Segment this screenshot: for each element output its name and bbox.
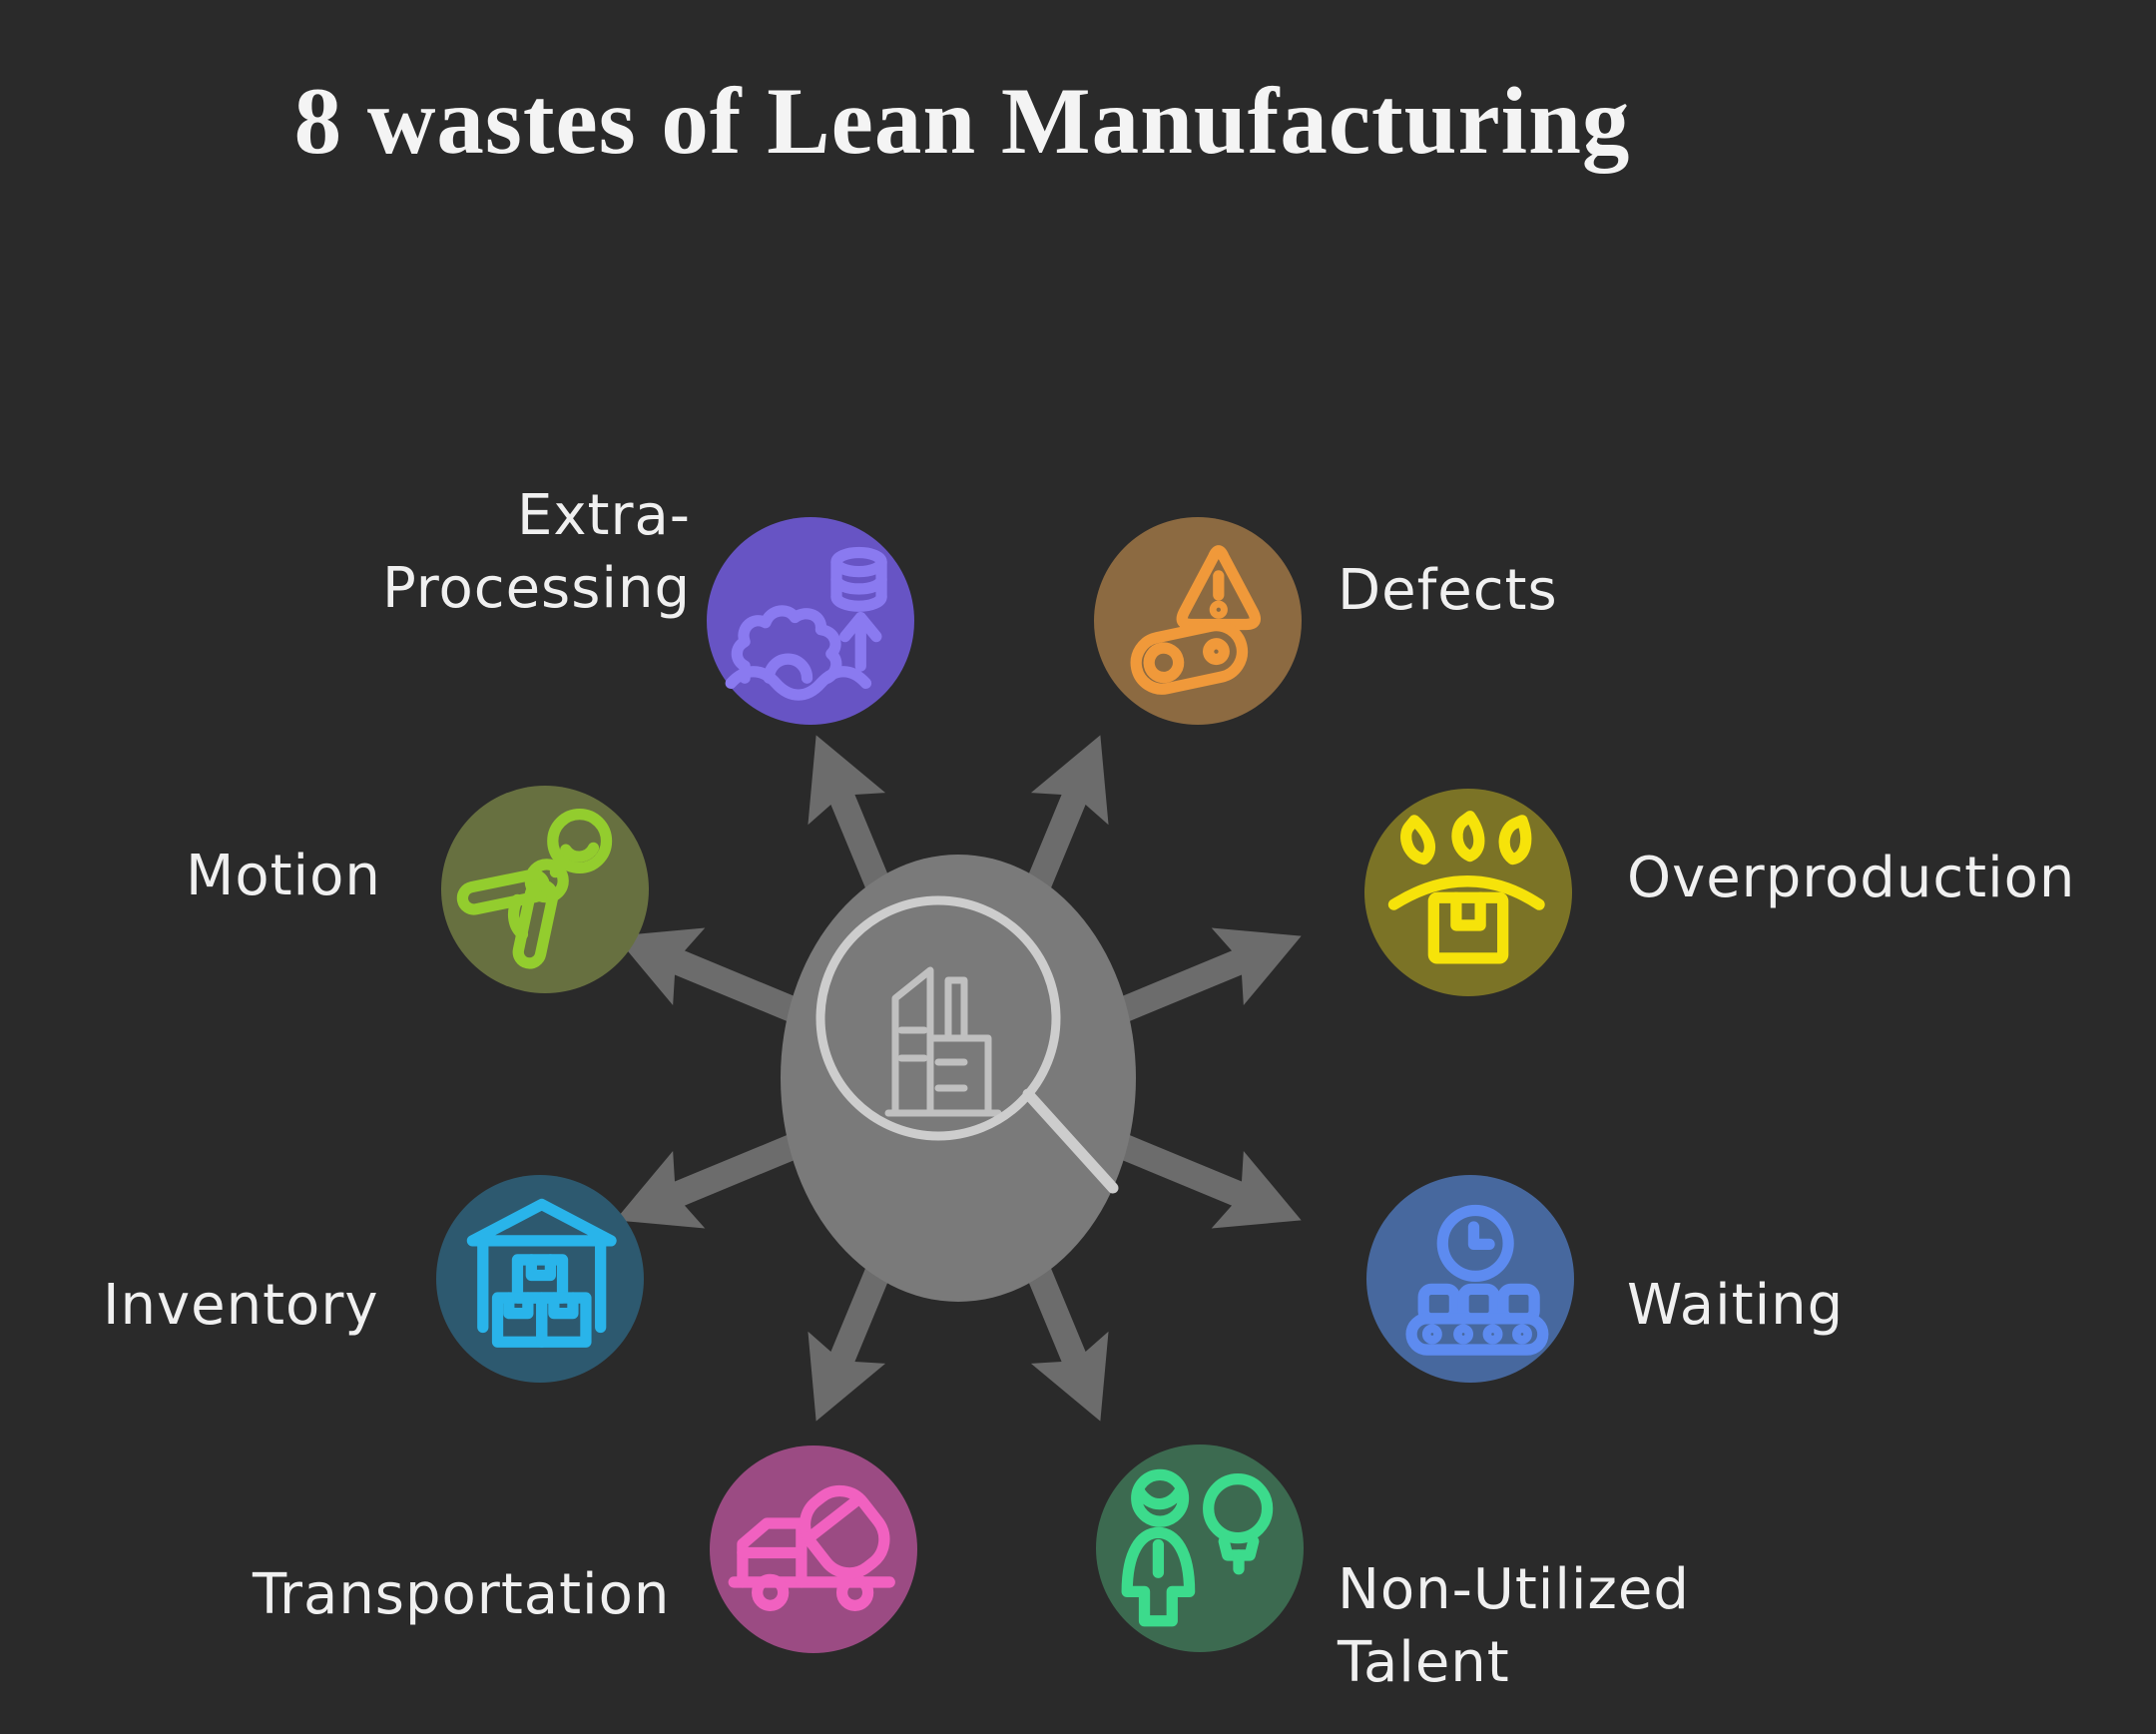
waste-label-extra-processing: Extra- Processing [381,483,691,621]
waste-node-waiting [1366,1175,1574,1383]
waste-label-inventory: Inventory [103,1273,379,1338]
warning-belt-icon [1094,517,1302,725]
clock-conveyor-icon [1366,1175,1574,1383]
drops-package-icon [1364,789,1572,996]
waste-label-non-utilized-talent: Non-Utilized Talent [1338,1557,1690,1695]
waste-label-overproduction: Overproduction [1627,846,2076,910]
waste-node-transportation [710,1445,917,1653]
waste-node-extra-processing [707,517,914,725]
waste-label-motion: Motion [186,844,381,908]
bending-person-icon [441,786,649,993]
waste-node-motion [441,786,649,993]
mixer-truck-icon [710,1445,917,1653]
waste-label-defects: Defects [1338,558,1558,623]
waste-label-waiting: Waiting [1627,1273,1845,1338]
waste-node-non-utilized-talent [1096,1445,1304,1652]
waste-label-transportation: Transportation [253,1562,671,1627]
magnifier-factory-icon [815,895,1119,1194]
page-title: 8 wastes of Lean Manufacturing [293,68,1631,174]
waste-node-overproduction [1364,789,1572,996]
waste-node-defects [1094,517,1302,725]
gear-database-arrow-icon [707,517,914,725]
warehouse-boxes-icon [436,1175,644,1383]
person-lightbulb-icon [1096,1445,1304,1652]
waste-node-inventory [436,1175,644,1383]
